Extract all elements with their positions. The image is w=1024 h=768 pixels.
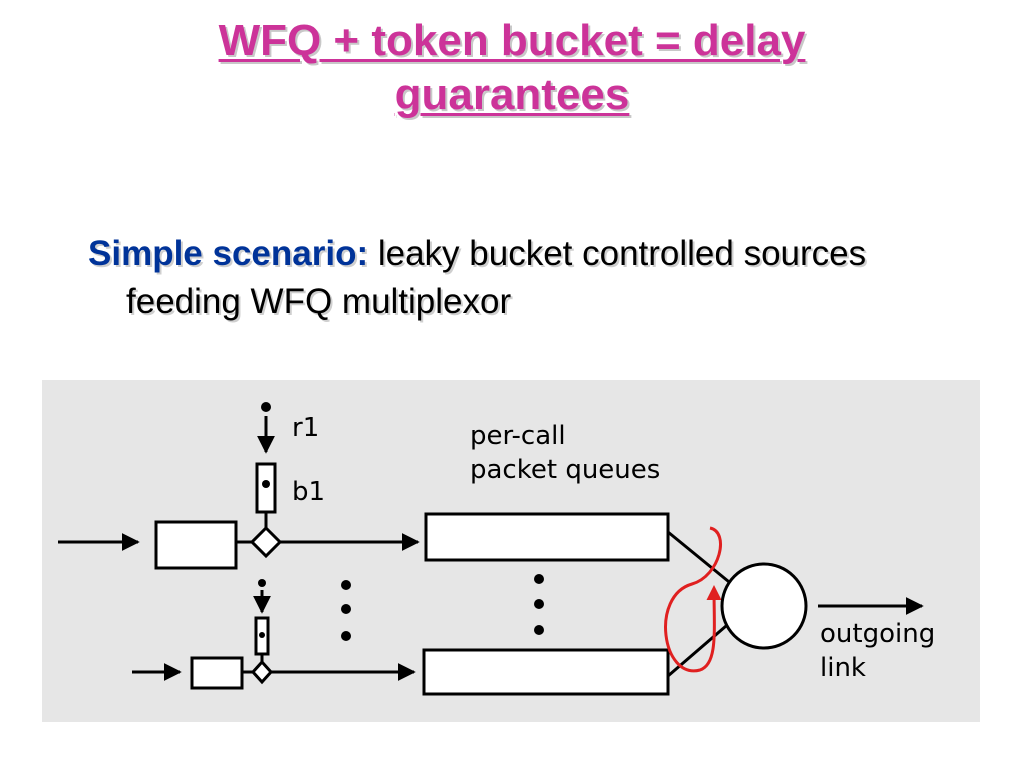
round-robin-arrow [664,526,722,673]
slide-title: WFQ + token bucket = delay guarantees [0,14,1024,122]
title-line-2: guarantees [394,70,630,119]
source-buffer-1 [154,520,238,570]
bucket-label: b1 [292,477,325,507]
ellipsis-dot [341,580,351,590]
link-label-line-2: link [820,653,866,683]
ellipsis-dot [534,599,544,609]
bullet-text: leaky bucket controlled sources feeding … [126,234,867,321]
token-dot-n [258,579,266,587]
queues-label-line-1: per-call [470,421,566,451]
token-in-bucket-n [259,632,265,638]
queue-to-server-n [667,624,727,678]
diagram-canvas: r1 b1 per-call packet queues [58,402,935,696]
wfq-diagram: r1 b1 per-call packet queues [42,380,980,722]
bullet-lead: Simple scenario: [88,234,369,273]
link-label-line-1: outgoing [820,619,935,649]
ellipsis-dot [534,625,544,635]
token-gate-n [250,659,274,685]
ellipsis-dot [341,631,351,641]
token-in-bucket-1 [262,480,270,488]
bullet-point: Simple scenario: leaky bucket controlled… [88,230,966,326]
packet-queue-n [422,648,670,696]
source-buffer-n [190,656,244,690]
rate-label: r1 [292,413,319,443]
token-gate-1 [249,525,283,559]
title-line-1: WFQ + token bucket = delay [218,16,806,65]
link-server [720,562,808,650]
queues-label-line-2: packet queues [470,455,660,485]
ellipsis-dot [534,574,544,584]
packet-queue-1 [424,512,670,562]
token-dot-1 [261,402,271,412]
queue-to-server-1 [667,530,735,588]
ellipsis-dot [341,604,351,614]
